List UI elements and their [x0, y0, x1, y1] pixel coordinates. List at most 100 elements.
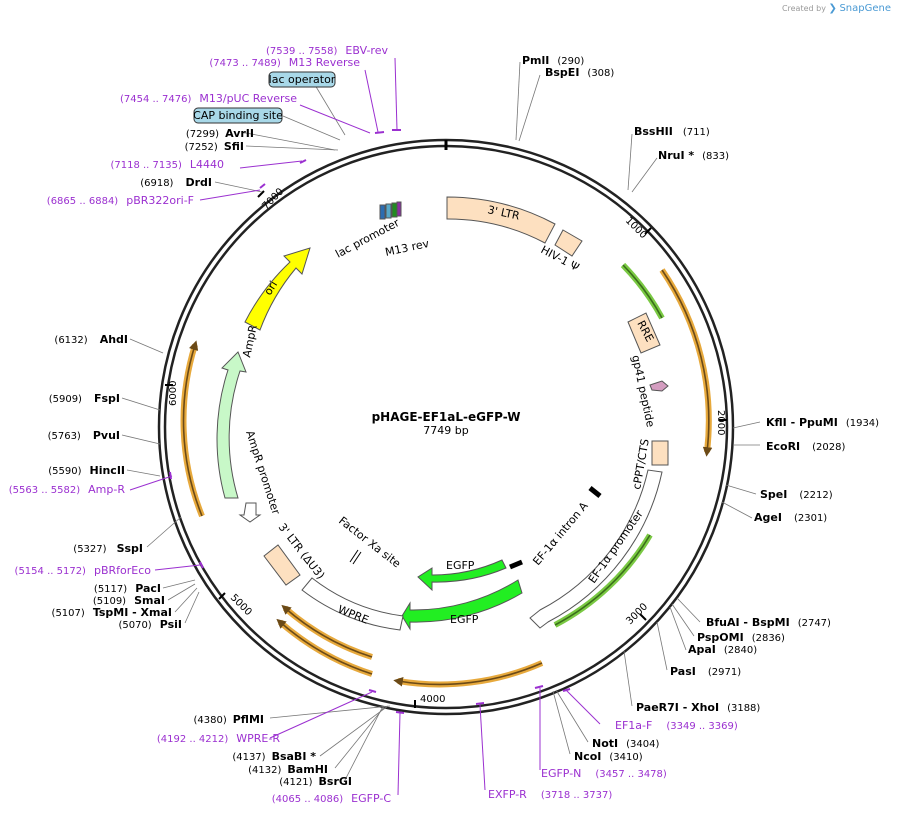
svg-text:(5563 .. 5582)Amp-R: (5563 .. 5582)Amp-R: [9, 483, 126, 496]
feature-3ltr: [446, 196, 556, 244]
site-pflmi: PflMI: [233, 713, 264, 726]
site-pasi: PasI: [670, 665, 696, 678]
lac-operator-label: lac operator: [269, 73, 336, 86]
site-ecori: EcoRI: [766, 440, 800, 453]
credit-brand: SnapGene: [839, 3, 891, 14]
svg-text:(4137)BsaBI *: (4137)BsaBI *: [232, 750, 316, 763]
svg-text:(5327)SspI: (5327)SspI: [73, 542, 143, 555]
svg-text:NcoI(3410): NcoI(3410): [574, 750, 643, 763]
primer-pbr322ori-f: pBR322ori-F: [126, 194, 194, 207]
feature-3ltr-du3: [263, 544, 301, 586]
primer-egfp-c: EGFP-C: [351, 792, 391, 805]
svg-text:(5763)PvuI: (5763)PvuI: [48, 429, 120, 442]
feature-egfp-inner: [417, 559, 507, 592]
svg-text:NotI(3404): NotI(3404): [592, 737, 659, 750]
plasmid-name: pHAGE-EF1aL-eGFP-W: [372, 410, 521, 424]
ef1a-intron-end: [509, 559, 523, 570]
label-egfp-inner: EGFP: [446, 559, 475, 572]
site-fspi: FspI: [94, 392, 120, 405]
feature-cap-mark: [385, 203, 392, 219]
site-sfii: SfiI: [224, 140, 244, 153]
site-kfli: KflI - PpuMI: [766, 416, 838, 429]
svg-text:(4380)PflMI: (4380)PflMI: [193, 713, 264, 726]
site-paci: PacI: [135, 582, 161, 595]
svg-text:(7299)AvrII: (7299)AvrII: [186, 127, 254, 140]
feature-cppt: [651, 440, 669, 466]
primer-pbrforeco: pBRforEco: [94, 564, 151, 577]
svg-text:AgeI(2301): AgeI(2301): [754, 511, 827, 524]
svg-text:(5107)TspMI - XmaI: (5107)TspMI - XmaI: [52, 606, 172, 619]
boxed-labels: lac operator CAP binding site: [193, 71, 336, 124]
tick-4000: 4000: [420, 694, 445, 705]
site-bsshii: BssHII: [634, 125, 673, 138]
site-ncoi: NcoI: [574, 750, 601, 763]
svg-text:EXFP-R(3718 .. 3737): EXFP-R(3718 .. 3737): [488, 788, 612, 801]
label-ori: ori: [262, 279, 281, 298]
factor-xa-mark-a: [349, 549, 359, 563]
svg-text:(6918)DrdI: (6918)DrdI: [140, 176, 212, 189]
primer-exfp-r: EXFP-R: [488, 788, 527, 801]
site-agei: AgeI: [754, 511, 782, 524]
primer-egfp-n: EGFP-N: [541, 767, 581, 780]
ef1a-intron-start: [588, 486, 602, 498]
svg-text:NruI *(833): NruI *(833): [658, 149, 729, 162]
svg-text:(7252)SfiI: (7252)SfiI: [185, 140, 244, 153]
tick-2000: 2000: [715, 410, 726, 435]
label-ampr: AmpR: [240, 323, 260, 358]
site-bfuai: BfuAI - BspMI: [706, 616, 790, 629]
site-pspomi: PspOMI: [697, 631, 744, 644]
svg-text:PaeR7I - XhoI(3188): PaeR7I - XhoI(3188): [636, 701, 760, 714]
site-pmli: PmlI: [522, 54, 549, 67]
site-bsabi: BsaBI *: [272, 750, 317, 763]
svg-text:KflI - PpuMI(1934): KflI - PpuMI(1934): [766, 416, 879, 429]
svg-text:PspOMI(2836): PspOMI(2836): [697, 631, 785, 644]
svg-text:BspEI(308): BspEI(308): [545, 66, 614, 79]
primer-wpre-r: WPRE-R: [236, 732, 280, 745]
feature-ampr-promoter: [238, 502, 262, 523]
feature-rre: [627, 312, 661, 354]
site-spei: SpeI: [760, 488, 787, 501]
site-tspmi: TspMI - XmaI: [93, 606, 172, 619]
svg-text:PasI(2971): PasI(2971): [670, 665, 741, 678]
svg-text:(4121)BsrGI: (4121)BsrGI: [279, 775, 352, 788]
svg-text:(5154 .. 5172)pBRforEco: (5154 .. 5172)pBRforEco: [15, 564, 152, 577]
feature-lac-operator-mark: [379, 204, 386, 220]
site-drdi: DrdI: [185, 176, 212, 189]
cap-binding-box: [193, 107, 283, 124]
svg-text:(4192 .. 4212)WPRE-R: (4192 .. 4212)WPRE-R: [157, 732, 280, 745]
tick-6000: 6000: [168, 381, 179, 406]
svg-text:(7539 .. 7558)EBV-rev: (7539 .. 7558)EBV-rev: [266, 44, 388, 57]
label-ef1a-intron: EF-1α intron A: [530, 499, 591, 568]
primer-l4440: L4440: [190, 158, 224, 171]
primer-amp-r: Amp-R: [88, 483, 125, 496]
plasmid-length: 7749 bp: [423, 424, 468, 437]
svg-text:(5909)FspI: (5909)FspI: [49, 392, 120, 405]
svg-text:EcoRI(2028): EcoRI(2028): [766, 440, 846, 453]
label-factor-xa: Factor Xa site: [336, 514, 403, 570]
primer-leaders: [129, 57, 601, 796]
primer-m13puc-reverse: M13/pUC Reverse: [199, 92, 297, 105]
feature-gp41: [649, 380, 669, 392]
site-avrii: AvrII: [225, 127, 254, 140]
primer-ef1a-f: EF1a-F: [615, 719, 652, 732]
primer-m13-reverse: M13 Reverse: [289, 56, 360, 69]
site-labels: PmlI(290) BspEI(308) BssHII(711) NruI *(…: [522, 54, 879, 763]
svg-text:(5109)SmaI: (5109)SmaI: [93, 594, 165, 607]
lac-operator-box: [268, 71, 336, 88]
svg-text:(4132)BamHI: (4132)BamHI: [248, 763, 328, 776]
cap-binding-label: CAP binding site: [193, 109, 283, 122]
site-pvui: PvuI: [93, 429, 120, 442]
svg-text:BssHII(711): BssHII(711): [634, 125, 710, 138]
feature-egfp-outer: [401, 579, 523, 631]
site-psii: PsiI: [160, 618, 182, 631]
label-m13-rev: M13 rev: [384, 237, 431, 259]
svg-text:(6132)AhdI: (6132)AhdI: [54, 333, 128, 346]
site-smai: SmaI: [134, 594, 165, 607]
site-apai: ApaI: [688, 643, 716, 656]
svg-text:ApaI(2840): ApaI(2840): [688, 643, 757, 656]
features: [216, 196, 669, 631]
site-labels-left: (4380)PflMI (4137)BsaBI * (4132)BamHI (4…: [48, 127, 352, 788]
svg-text:BfuAI - BspMI(2747): BfuAI - BspMI(2747): [706, 616, 831, 629]
svg-text:(7473 .. 7489)M13 Reverse: (7473 .. 7489)M13 Reverse: [209, 56, 360, 69]
